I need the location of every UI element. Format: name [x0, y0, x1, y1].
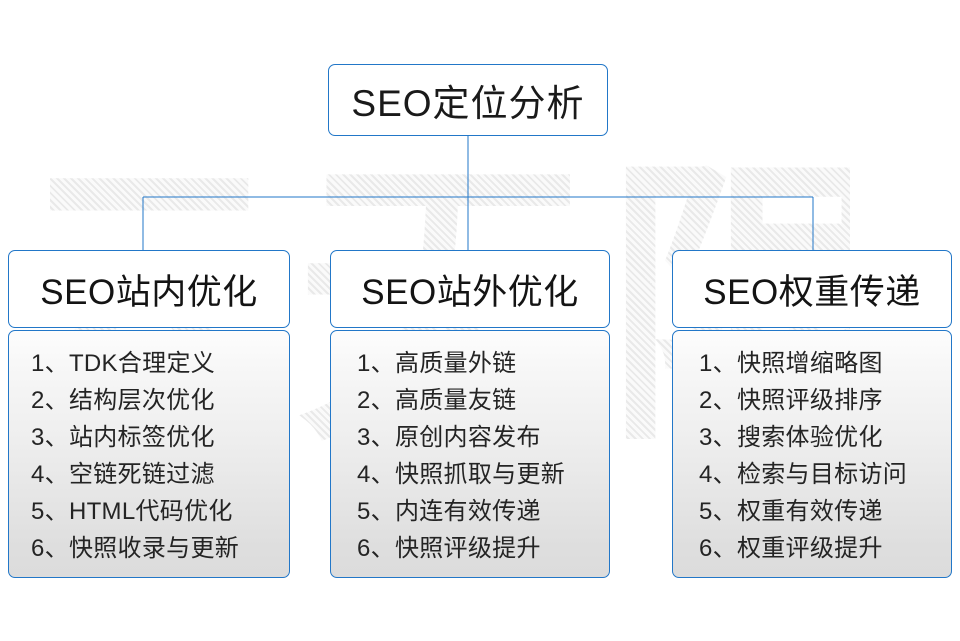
branch-column-1: SEO站外优化 1、高质量外链 2、高质量友链 3、原创内容发布 4、快照抓取与…: [330, 250, 610, 578]
branch-column-2: SEO权重传递 1、快照增缩略图 2、快照评级排序 3、搜索体验优化 4、检索与…: [672, 250, 952, 578]
root-node-label: SEO定位分析: [351, 83, 585, 124]
list-item: 5、HTML代码优化: [31, 497, 233, 525]
list-item: 6、权重评级提升: [699, 534, 883, 562]
list-item: 3、站内标签优化: [31, 423, 215, 451]
list-item: 4、空链死链过滤: [31, 460, 215, 488]
list-item: 4、快照抓取与更新: [357, 460, 566, 488]
list-item: 1、TDK合理定义: [31, 349, 216, 377]
list-item: 3、搜索体验优化: [699, 423, 883, 451]
branch-header-label-2: SEO权重传递: [703, 272, 921, 312]
list-item: 3、原创内容发布: [357, 423, 541, 451]
list-item: 2、快照评级排序: [699, 386, 883, 414]
branch-header-1[interactable]: SEO站外优化: [330, 250, 610, 328]
list-item: 2、高质量友链: [357, 386, 517, 414]
branch-header-label-0: SEO站内优化: [40, 272, 258, 312]
branch-header-0[interactable]: SEO站内优化: [8, 250, 290, 328]
branch-column-0: SEO站内优化 1、TDK合理定义 2、结构层次优化 3、站内标签优化 4、空链…: [8, 250, 290, 578]
branch-item-list-2: 1、快照增缩略图 2、快照评级排序 3、搜索体验优化 4、检索与目标访问 5、权…: [673, 345, 951, 567]
branch-body-1: 1、高质量外链 2、高质量友链 3、原创内容发布 4、快照抓取与更新 5、内连有…: [330, 330, 610, 578]
list-item: 2、结构层次优化: [31, 386, 215, 414]
list-item: 6、快照评级提升: [357, 534, 541, 562]
root-node[interactable]: SEO定位分析: [328, 64, 608, 136]
list-item: 1、高质量外链: [357, 349, 517, 377]
branch-header-label-1: SEO站外优化: [361, 272, 579, 312]
branch-item-list-1: 1、高质量外链 2、高质量友链 3、原创内容发布 4、快照抓取与更新 5、内连有…: [331, 345, 609, 567]
branch-header-2[interactable]: SEO权重传递: [672, 250, 952, 328]
branch-body-2: 1、快照增缩略图 2、快照评级排序 3、搜索体验优化 4、检索与目标访问 5、权…: [672, 330, 952, 578]
list-item: 1、快照增缩略图: [699, 349, 883, 377]
list-item: 5、内连有效传递: [357, 497, 541, 525]
branch-body-0: 1、TDK合理定义 2、结构层次优化 3、站内标签优化 4、空链死链过滤 5、H…: [8, 330, 290, 578]
branch-item-list-0: 1、TDK合理定义 2、结构层次优化 3、站内标签优化 4、空链死链过滤 5、H…: [9, 345, 289, 567]
list-item: 5、权重有效传递: [699, 497, 883, 525]
list-item: 6、快照收录与更新: [31, 534, 240, 562]
list-item: 4、检索与目标访问: [699, 460, 908, 488]
